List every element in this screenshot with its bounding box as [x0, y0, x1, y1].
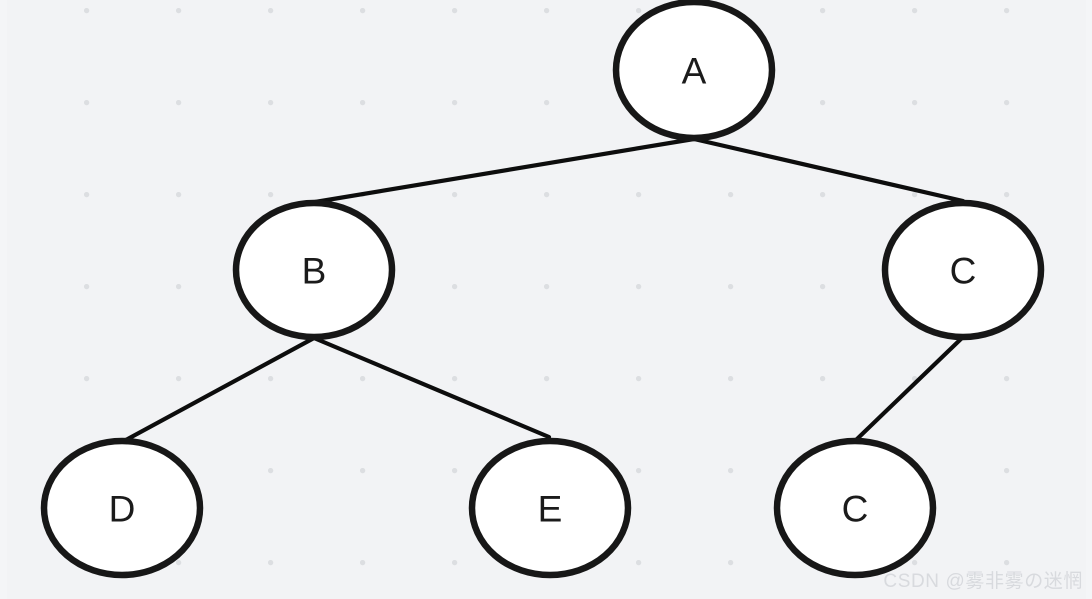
watermark-text: CSDN @雾非雾の迷惘	[883, 571, 1083, 592]
node-shape-B	[232, 199, 396, 341]
edges-group	[121, 136, 966, 444]
tree-node-A[interactable]: A	[612, 0, 776, 142]
tree-edge-C1-C2	[853, 334, 966, 443]
tree-node-C2[interactable]: C	[773, 437, 937, 579]
tree-edge-A-C1	[691, 136, 966, 204]
tree-edge-A-B	[312, 136, 697, 205]
node-label-A: A	[682, 51, 707, 92]
tree-node-E[interactable]: E	[468, 437, 632, 579]
node-shape-A	[612, 0, 776, 142]
node-shape-E	[468, 437, 632, 579]
node-label-B: B	[302, 251, 327, 292]
tree-node-D[interactable]: D	[40, 437, 204, 579]
node-shape-C1	[881, 199, 1045, 341]
tree-node-B[interactable]: B	[232, 199, 396, 341]
node-label-E: E	[538, 489, 563, 530]
tree-node-C1[interactable]: C	[881, 199, 1045, 341]
node-label-D: D	[109, 489, 136, 530]
node-label-C2: C	[842, 489, 869, 530]
node-label-C1: C	[950, 251, 977, 292]
node-shape-C2	[773, 437, 937, 579]
tree-edge-B-D	[121, 335, 317, 444]
node-shape-D	[40, 437, 204, 579]
canvas-right-edge	[1086, 0, 1092, 599]
tree-edge-B-E	[311, 335, 552, 440]
canvas-left-edge	[0, 0, 7, 599]
nodes-group: A B C D E C	[40, 0, 1045, 579]
